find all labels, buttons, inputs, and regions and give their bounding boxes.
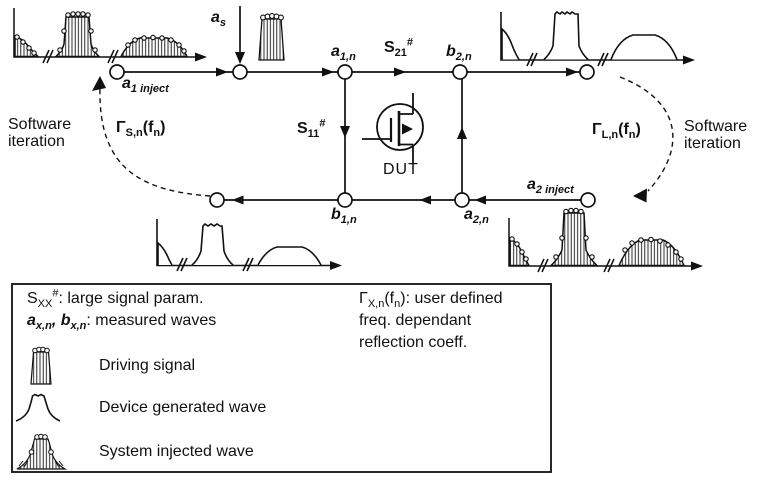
label-a2-inject: a2 inject — [527, 176, 574, 197]
system-injected-wave-icon — [16, 433, 68, 470]
node-b1n — [337, 192, 353, 208]
injected-markers — [622, 236, 684, 262]
label-s11: S11# — [297, 117, 326, 141]
axis-arrow-icon — [195, 52, 207, 62]
injected-markers — [509, 236, 529, 262]
arrow-right-icon — [394, 67, 406, 77]
injected-markers — [14, 34, 37, 56]
driving-signal-icon — [258, 13, 285, 61]
label-a2n: a2,n — [464, 206, 489, 227]
axis-break-icon — [107, 49, 119, 64]
axis-break-icon — [242, 257, 254, 272]
wave-nodes — [109, 64, 596, 208]
arrow-left-icon — [633, 188, 647, 203]
node-a2-inject — [580, 192, 596, 208]
label-software-iteration-left: Software iteration — [8, 116, 72, 150]
legend-item-driving-signal: Driving signal — [99, 357, 196, 374]
arrow-down-icon — [235, 52, 245, 64]
fet-arrow-icon — [402, 123, 413, 135]
axis-break-icon — [526, 52, 538, 67]
arrow-left-icon — [232, 195, 244, 205]
signal-flow-graph — [109, 6, 596, 208]
node-load-top — [579, 64, 595, 80]
legend-wave-symbols: ax,n, bx,n — [27, 312, 87, 333]
arrow-up-left-icon — [92, 76, 106, 91]
legend-line-gamma-2: freq. dependant — [359, 312, 472, 329]
injected-markers — [553, 207, 595, 260]
label-a1-inject: a1 inject — [122, 75, 169, 96]
legend-line-gamma-1: ΓX,n(fn): user defined — [359, 290, 503, 311]
device-generated-wave-icon — [15, 393, 61, 422]
axis-arrow-icon — [330, 261, 342, 270]
source-iteration-arc — [99, 87, 211, 197]
node-a1n — [337, 64, 353, 80]
node-a1-inject — [109, 64, 125, 80]
spectrum-bottom-right — [508, 207, 703, 273]
load-iteration-arc — [619, 76, 674, 192]
node-source-sum — [232, 64, 248, 80]
label-a1n: a1,n — [331, 43, 356, 64]
label-a-s: as — [211, 9, 227, 30]
label-dut: DUT — [383, 161, 419, 178]
axis-break-icon — [537, 258, 549, 273]
arrow-right-icon — [566, 67, 578, 77]
driving-signal-icon — [30, 346, 52, 385]
arrow-down-icon — [340, 126, 350, 138]
legend-line-measured-waves: ax,n, bx,n: measured waves — [27, 312, 217, 333]
legend-item-system-injected-wave: System injected wave — [99, 443, 254, 460]
label-b1n: b1,n — [331, 206, 357, 227]
label-software-iteration-right: Software iteration — [684, 118, 748, 152]
arrow-right-icon — [322, 67, 334, 77]
label-b2n: b2,n — [446, 43, 472, 64]
node-a2n — [454, 192, 470, 208]
transistor-icon — [362, 93, 424, 163]
axis-break-icon — [42, 49, 54, 64]
arrow-right-icon — [216, 67, 228, 77]
spectrum-top-right — [500, 10, 695, 67]
iteration-arcs — [92, 76, 674, 203]
legend-line-gamma-3: reflection coeff. — [359, 334, 468, 351]
axis-arrow-icon — [683, 55, 695, 65]
arrow-left-icon — [419, 195, 431, 205]
label-s21: S21# — [384, 36, 414, 60]
injected-markers — [57, 11, 98, 53]
legend-item-device-generated-wave: Device generated wave — [99, 399, 267, 416]
axis-break-icon — [597, 52, 609, 67]
node-source-bottom — [209, 192, 225, 208]
label-gamma-source: ΓS,n(fn) — [116, 119, 166, 140]
label-gamma-load: ΓL,n(fn) — [592, 121, 641, 142]
spectrum-bottom-left — [156, 219, 342, 272]
legend-box — [11, 283, 552, 473]
arrow-up-icon — [457, 127, 467, 139]
axis-arrow-icon — [691, 261, 703, 271]
node-b2n — [452, 64, 468, 80]
axis-break-icon — [176, 257, 188, 272]
axis-break-icon — [603, 258, 615, 273]
legend-wave-desc: : measured waves — [86, 312, 217, 329]
spectrum-top-left — [13, 8, 207, 64]
legend-line-s-params: SXX#: large signal param. — [27, 287, 204, 311]
arrow-left-icon — [474, 195, 486, 205]
injected-markers — [125, 34, 187, 54]
